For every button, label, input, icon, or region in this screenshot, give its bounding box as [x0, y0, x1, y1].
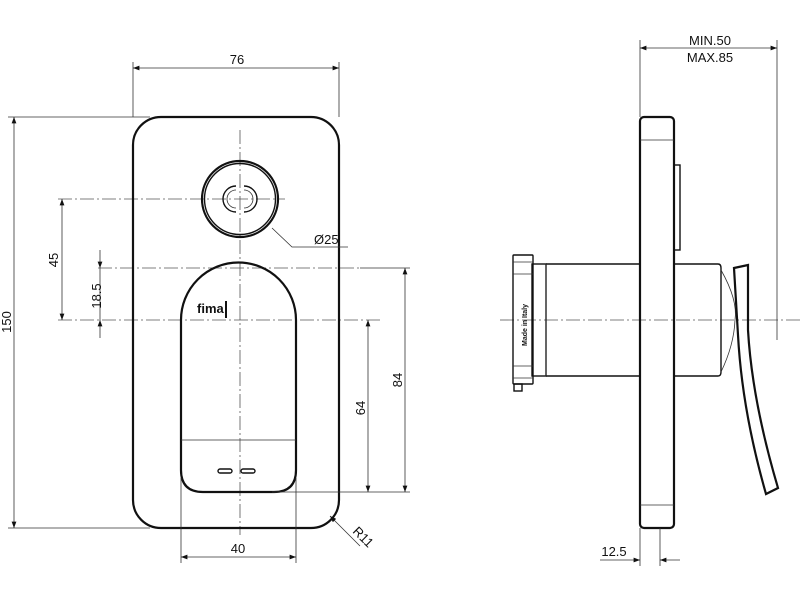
dim-plate: 12.5	[601, 544, 626, 559]
dim-width: 76	[230, 52, 244, 67]
dim-handle-height: 84	[390, 373, 405, 387]
dim-knob-diameter: Ø25	[314, 232, 339, 247]
front-view: fima 76 150 45 18.5 Ø25 84 64	[0, 52, 410, 563]
dim-lower: 64	[353, 401, 368, 415]
side-view: Made in Italy MIN.50 MAX.85 12.5	[500, 33, 800, 566]
dim-depth-max: MAX.85	[687, 50, 733, 65]
handle-slot-icon	[240, 468, 256, 474]
dim-height: 150	[0, 311, 14, 333]
made-in-italy-label: Made in Italy	[522, 304, 529, 346]
nut-tab	[513, 383, 523, 392]
knob-center-icon	[222, 185, 258, 213]
side-lever	[732, 263, 780, 496]
knob-center-inner	[226, 189, 254, 209]
side-cover-plate	[638, 115, 676, 530]
diverter-knob	[200, 159, 280, 239]
dim-handle-width: 40	[231, 541, 245, 556]
knob-side	[673, 164, 681, 251]
handle-slot-icon	[217, 468, 233, 474]
cartridge-body	[546, 263, 722, 377]
dim-knob-offset: 45	[46, 253, 61, 267]
knob-inner-ring	[203, 162, 277, 236]
dim-depth-min: MIN.50	[689, 33, 731, 48]
mixer-handle	[179, 261, 298, 494]
dim-corner-radius: R11	[350, 524, 377, 551]
brand-logo: fima	[197, 301, 225, 316]
leader-line	[271, 227, 348, 248]
leader-line	[329, 515, 361, 547]
body-dome	[720, 269, 736, 373]
lock-nut	[512, 254, 534, 385]
dim-handle-offset: 18.5	[89, 283, 104, 308]
cover-plate	[131, 115, 341, 530]
